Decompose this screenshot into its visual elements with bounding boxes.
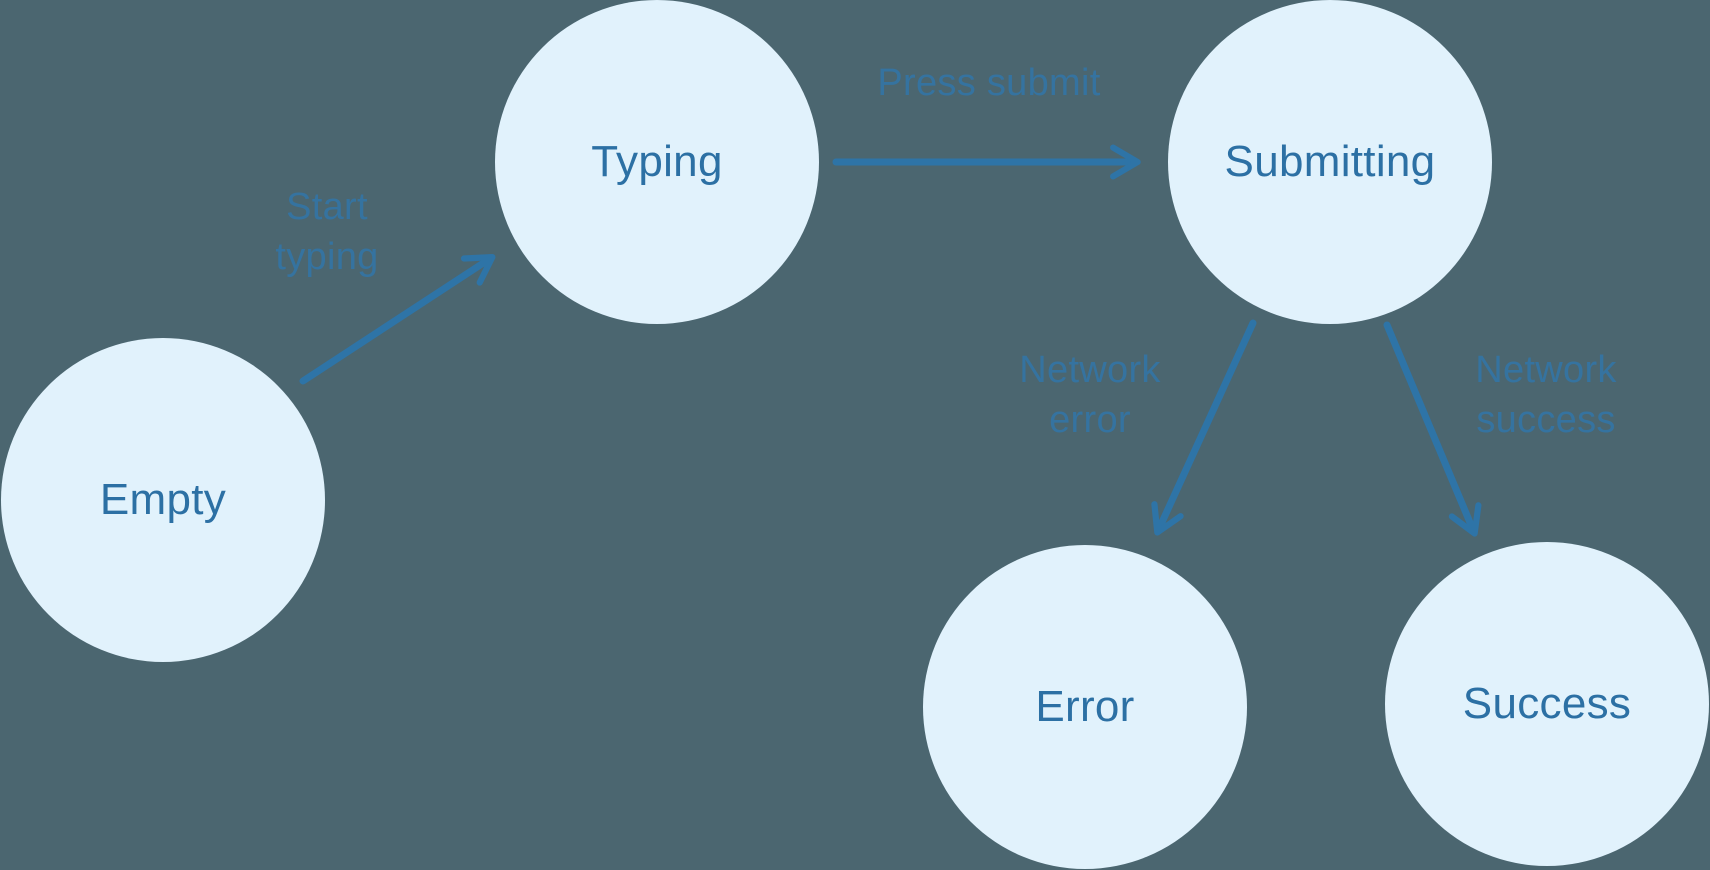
state-node-empty-label: Empty [99, 475, 227, 524]
edge-label-line: Network [1475, 349, 1617, 391]
edge-label-network-error: Network error [930, 345, 1250, 445]
edge-label-press-submit: Press submit [829, 58, 1149, 108]
edge-label-line: Network [1019, 349, 1161, 391]
edge-label-line: Start [286, 186, 368, 228]
state-node-error: Error [923, 545, 1247, 869]
edge-label-line: error [1049, 399, 1131, 441]
state-node-error-label: Error [1035, 682, 1135, 731]
state-node-success-label: Success [1462, 679, 1632, 728]
edge-label-start-typing: Start typing [167, 182, 487, 282]
edge-label-line: Press submit [877, 62, 1101, 104]
edge-label-network-success: Network success [1386, 345, 1706, 445]
state-node-typing-label: Typing [591, 137, 723, 186]
edge-label-line: typing [275, 236, 379, 278]
edge-submitting-to-success [1383, 321, 1482, 537]
state-node-empty: Empty [1, 338, 325, 662]
state-node-submitting: Submitting [1168, 0, 1492, 324]
state-node-submitting-label: Submitting [1224, 137, 1436, 186]
state-node-typing: Typing [495, 0, 819, 324]
edge-empty-to-typing [299, 254, 496, 385]
state-node-success: Success [1385, 542, 1709, 866]
edge-submitting-to-error [1151, 319, 1257, 536]
edge-label-line: success [1476, 399, 1616, 441]
